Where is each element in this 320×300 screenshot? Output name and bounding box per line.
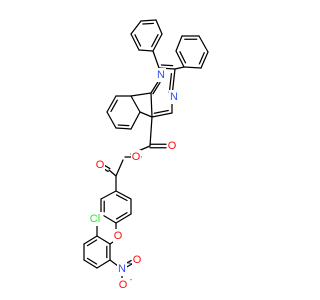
benzo-ring-bond	[106, 111, 117, 129]
atom-o-ester: O	[131, 150, 141, 164]
phenyl-right-bond	[198, 35, 209, 53]
atom-o-carbonyl-text: O	[168, 140, 177, 152]
atom-n-top-text: N	[157, 69, 165, 81]
atom-o-carbonyl: O	[167, 139, 177, 153]
phenyl-left-bond	[130, 33, 140, 51]
phenyl-right-bond	[175, 50, 185, 68]
atom-o-nitro-double-bg	[132, 253, 142, 267]
benzo-ring-bond	[115, 127, 132, 130]
benzo-bond	[139, 111, 153, 118]
phenanthrene-bond	[152, 50, 160, 69]
para-ring-bond	[115, 213, 132, 224]
pyrazine-double-bond	[153, 109, 169, 114]
phenyl-right-double-bond	[198, 52, 205, 65]
benzo-ring-bond	[106, 95, 117, 113]
atom-n-top: N	[156, 68, 166, 82]
atom-o-nitro-double: O	[132, 253, 142, 267]
benzo-ring-bond	[130, 95, 141, 113]
phenyl-right-bond	[175, 35, 183, 52]
atom-cl-bg	[86, 212, 104, 226]
atom-o-nitro-charge: -	[130, 275, 133, 284]
nitro-bond	[109, 259, 119, 267]
atom-n-nitro-charge: +	[128, 259, 133, 268]
chloro-ring-bond	[83, 259, 98, 269]
phenyl-left-bond	[155, 19, 163, 35]
atom-o-ether-text: O	[114, 230, 123, 242]
ketone-bond	[108, 169, 117, 177]
benzo-ring-double-bond	[117, 124, 130, 127]
atom-n-mid: N	[169, 90, 179, 104]
nitro-double-bond	[125, 262, 134, 269]
atom-o-ketone-bg	[95, 158, 105, 172]
atom-cl: Cl	[86, 212, 104, 226]
atom-o-ketone: O	[95, 158, 105, 172]
pyrazine-bond	[151, 112, 173, 118]
atom-o-ether-bg	[113, 229, 123, 243]
atom-o-carbonyl-bg	[167, 139, 177, 153]
atom-o-ketone-text: O	[96, 159, 105, 171]
pyrazine-double-bond	[168, 73, 173, 94]
atom-n-nitro-bg	[117, 262, 127, 276]
phenyl-left-bond	[138, 49, 154, 52]
atom-o-ether: O	[113, 229, 123, 243]
phenyl-left-bond	[130, 20, 142, 35]
bond-lines	[83, 19, 209, 280]
atom-o-nitro-single: O	[118, 278, 128, 292]
atom-o-nitro-single-bg	[118, 278, 128, 292]
atom-n-mid-bg	[169, 90, 179, 104]
atom-cl-text: Cl	[90, 213, 100, 225]
para-ring-bond	[100, 190, 117, 200]
phenyl-left-double-bond	[151, 34, 159, 48]
phenyl-right-double-bond	[179, 51, 187, 64]
atom-n-mid-text: N	[170, 91, 178, 103]
chloro-ring-bond	[83, 235, 98, 245]
phenyl-right-bond	[183, 66, 202, 69]
atom-n-top-bg	[156, 68, 166, 82]
phenyl-left-double-bond	[134, 34, 142, 47]
atom-o-ester-text: O	[132, 151, 141, 163]
para-ring-double-bond	[115, 194, 128, 202]
pyrazine-double-bond	[152, 81, 161, 95]
atom-o-nitro-single-text: O	[119, 279, 128, 291]
benzo-ring-bond	[130, 111, 141, 130]
ester-bond	[149, 116, 153, 147]
phenyl-left-double-bond	[142, 22, 155, 25]
benzo-bond	[130, 92, 152, 97]
phenanthrene-bond	[174, 66, 185, 70]
chloro-ring-bond	[96, 259, 111, 269]
atom-o-nitro-double-text: O	[133, 254, 142, 266]
atom-n-nitro: N	[117, 262, 127, 276]
ketone-bond	[104, 164, 111, 170]
benzo-ring-double-bond	[110, 99, 118, 113]
para-ring-double-bond	[115, 212, 128, 220]
phenanthrene-double-bond	[160, 64, 174, 67]
phenyl-left-bond	[152, 33, 163, 52]
pyrazine-bond	[150, 92, 153, 118]
linker-bond	[115, 159, 124, 177]
chloro-ring-bond	[96, 235, 111, 245]
phenyl-left-bond	[140, 19, 157, 22]
phenyl-right-bond	[200, 51, 209, 69]
atom-o-ester-bg	[131, 150, 141, 164]
chloro-ring-double-bond	[86, 257, 98, 265]
para-ring-bond	[115, 190, 132, 200]
chloro-ring-double-bond	[86, 239, 98, 247]
atom-n-nitro-text: N	[118, 263, 126, 275]
